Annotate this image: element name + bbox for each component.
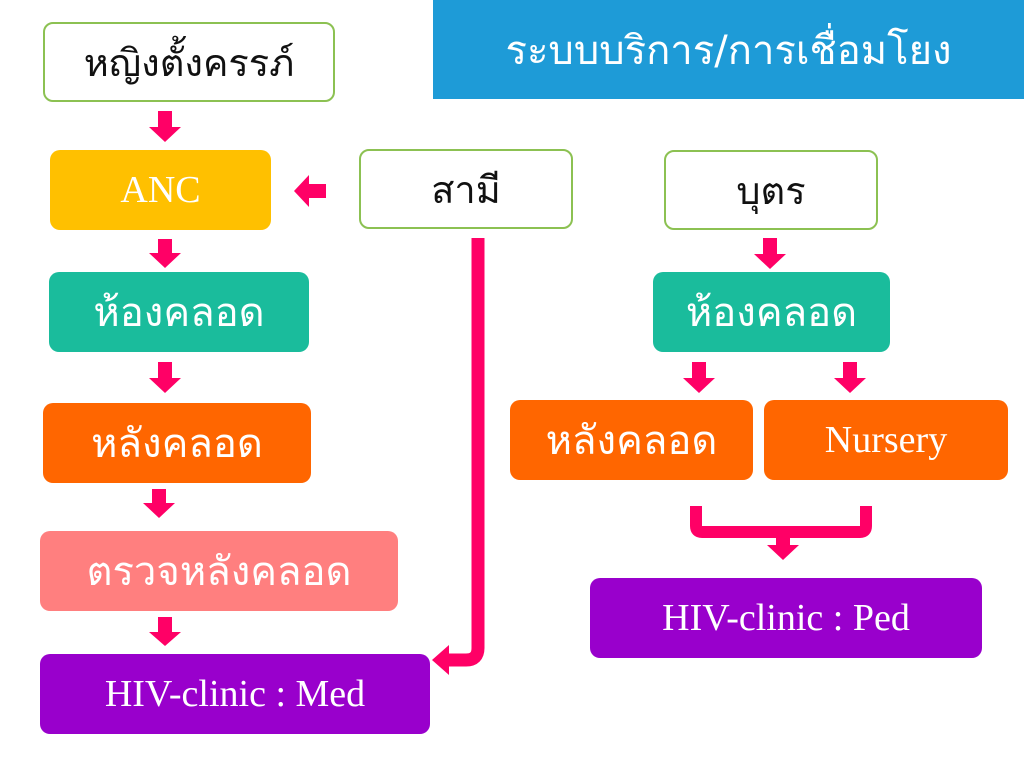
node-postpartum-right: หลังคลอด: [510, 400, 753, 480]
node-hiv-clinic-ped: HIV-clinic : Ped: [590, 578, 982, 658]
node-labor-room-left: ห้องคลอด: [49, 272, 309, 352]
node-postpartum-left: หลังคลอด: [43, 403, 311, 483]
arrowhead-husband-to-hiv-med: [432, 645, 449, 675]
arrow-child-to-labor: [754, 238, 786, 269]
node-postpartum-exam: ตรวจหลังคลอด: [40, 531, 398, 611]
node-hiv-clinic-med: HIV-clinic : Med: [40, 654, 430, 734]
node-husband: สามี: [359, 149, 573, 229]
bracket-merge-to-hiv-ped: [690, 506, 872, 538]
slide-title: ระบบบริการ/การเชื่อมโยง: [433, 0, 1024, 99]
arrow-merge-to-hiv-ped: [767, 532, 799, 560]
arrow-exam-to-hiv-med: [149, 617, 181, 646]
arrow-labor-to-nursery: [834, 362, 866, 393]
arrow-anc-to-labor: [149, 239, 181, 268]
line-husband-to-hiv-med: [448, 238, 485, 667]
arrow-postpartum-to-exam: [143, 489, 175, 518]
node-child: บุตร: [664, 150, 878, 230]
arrow-labor-to-postpartum-right: [683, 362, 715, 393]
node-nursery: Nursery: [764, 400, 1008, 480]
node-anc: ANC: [50, 150, 271, 230]
arrow-pregnant-to-anc: [149, 111, 181, 142]
node-labor-room-right: ห้องคลอด: [653, 272, 890, 352]
arrow-labor-to-postpartum: [149, 362, 181, 393]
node-pregnant-woman: หญิงตั้งครรภ์: [43, 22, 335, 102]
arrow-husband-to-anc: [294, 175, 326, 207]
